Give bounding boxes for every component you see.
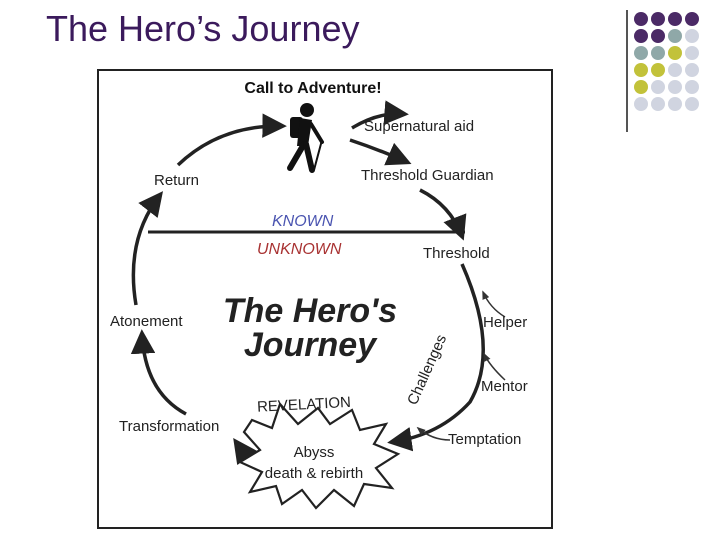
hiker-icon (287, 103, 324, 173)
label-threshold-guardian: Threshold Guardian (361, 167, 494, 184)
label-death-rebirth: death & rebirth (265, 465, 363, 482)
decorative-dot-grid (634, 12, 699, 111)
label-call-to-adventure: Call to Adventure! (244, 80, 381, 97)
decorative-dot (668, 63, 682, 77)
temptation-arrow (416, 426, 451, 441)
label-return: Return (154, 172, 199, 189)
decorative-dot (668, 80, 682, 94)
label-challenges: Challenges (404, 332, 450, 407)
arc-to-threshold-guardian (349, 138, 412, 166)
label-unknown: UNKNOWN (257, 241, 342, 258)
decorative-dot (634, 97, 648, 111)
decorative-dot (651, 29, 665, 43)
decorative-dot (651, 46, 665, 60)
decorative-dot (651, 63, 665, 77)
mentor-arrow (483, 352, 506, 381)
decorative-dot (685, 29, 699, 43)
label-supernatural-aid: Supernatural aid (364, 118, 474, 135)
label-center-title-1: The Hero's (223, 292, 397, 330)
arc-call-to-supernatural (351, 100, 409, 130)
arc-transformation-to-atonement (130, 329, 187, 416)
label-threshold: Threshold (423, 245, 490, 262)
label-mentor: Mentor (481, 378, 528, 395)
decorative-dot (685, 46, 699, 60)
decorative-dot (651, 97, 665, 111)
slide-title: The Hero’s Journey (46, 8, 360, 49)
label-center-title-2: Journey (244, 326, 378, 364)
decorative-dot (685, 63, 699, 77)
label-known: KNOWN (272, 213, 334, 230)
decorative-dot (685, 80, 699, 94)
arc-return-to-call (176, 113, 287, 167)
divider-line (626, 10, 628, 132)
arc-to-threshold (419, 188, 467, 241)
label-atonement: Atonement (110, 313, 183, 330)
label-transformation: Transformation (119, 418, 219, 435)
decorative-dot (685, 12, 699, 26)
decorative-dot (685, 97, 699, 111)
decorative-dot (668, 12, 682, 26)
decorative-dot (668, 97, 682, 111)
arc-atonement-to-return (131, 191, 164, 306)
abyss-burst (237, 401, 401, 510)
decorative-dot (651, 80, 665, 94)
decorative-dot (634, 63, 648, 77)
decorative-dot (651, 12, 665, 26)
decorative-dot (668, 29, 682, 43)
label-revelation: REVELATION (257, 394, 352, 416)
label-helper: Helper (483, 314, 527, 331)
label-temptation: Temptation (448, 431, 521, 448)
decorative-dot (634, 12, 648, 26)
label-abyss: Abyss (294, 444, 335, 461)
decorative-dot (634, 46, 648, 60)
decorative-dot (634, 80, 648, 94)
decorative-dot (668, 46, 682, 60)
decorative-dot (634, 29, 648, 43)
helper-arrow (482, 290, 506, 318)
